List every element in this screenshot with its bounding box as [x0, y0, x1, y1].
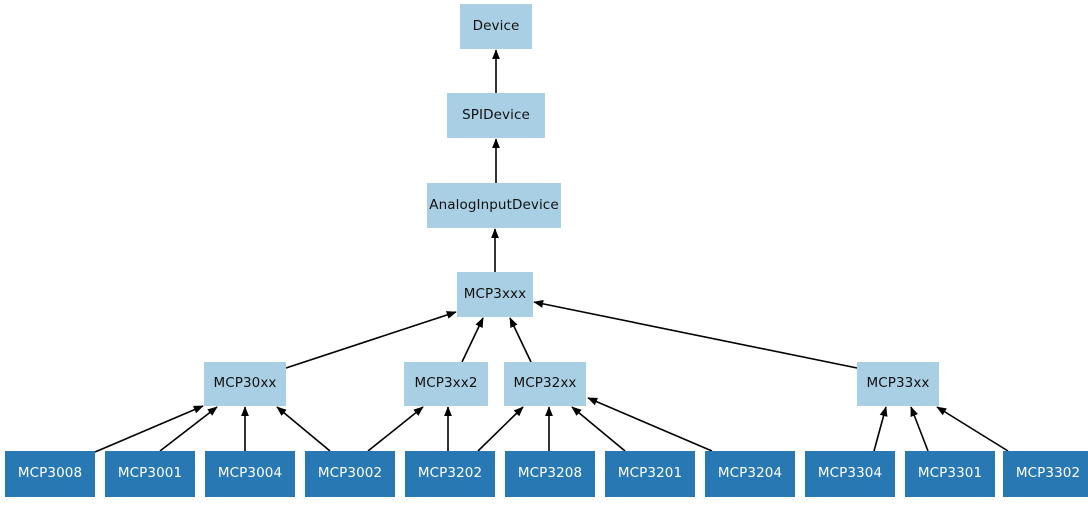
class-node-mcp3xx2[interactable]: MCP3xx2: [404, 362, 488, 406]
class-node-label: MCP3201: [617, 465, 683, 482]
class-node-mcp3301[interactable]: MCP3301: [905, 451, 995, 497]
class-node-mcp33xx[interactable]: MCP33xx: [857, 362, 939, 406]
class-node-label: MCP3008: [17, 465, 83, 482]
class-node-label: MCP3301: [917, 465, 983, 482]
class-node-label: AnalogInputDevice: [429, 196, 559, 213]
class-node-label: MCP3202: [417, 465, 483, 482]
inheritance-edge: [94, 405, 204, 453]
class-node-label: MCP32xx: [513, 375, 577, 392]
class-node-label: SPIDevice: [462, 106, 530, 123]
class-node-label: MCP3001: [117, 465, 183, 482]
class-node-spidevice[interactable]: SPIDevice: [447, 93, 545, 138]
inheritance-edge: [936, 406, 1009, 452]
class-node-mcp3208[interactable]: MCP3208: [505, 451, 595, 497]
inheritance-edge: [910, 406, 929, 452]
inheritance-edge: [461, 317, 484, 363]
class-node-label: MCP3002: [317, 465, 383, 482]
class-node-label: MCP33xx: [866, 375, 930, 392]
class-node-label: Device: [472, 17, 520, 34]
class-node-mcp3xxx[interactable]: MCP3xxx: [457, 272, 533, 317]
class-node-mcp3004[interactable]: MCP3004: [205, 451, 295, 497]
class-node-mcp30xx[interactable]: MCP30xx: [204, 362, 286, 406]
class-node-label: MCP3302: [1015, 465, 1081, 482]
class-node-analoginputdevice[interactable]: AnalogInputDevice: [427, 183, 561, 228]
class-node-label: MCP3208: [517, 465, 583, 482]
inheritance-edge: [873, 406, 888, 452]
class-node-label: MCP3xx2: [414, 375, 478, 392]
inheritance-edge: [276, 406, 331, 452]
class-node-mcp32xx[interactable]: MCP32xx: [504, 362, 586, 406]
class-node-label: MCP3304: [817, 465, 883, 482]
inheritance-edge: [285, 311, 457, 369]
inheritance-edge: [533, 299, 858, 369]
class-node-mcp3201[interactable]: MCP3201: [605, 451, 695, 497]
class-node-mcp3302[interactable]: MCP3302: [1003, 451, 1088, 497]
class-node-label: MCP3004: [217, 465, 283, 482]
class-node-mcp3202[interactable]: MCP3202: [405, 451, 495, 497]
inheritance-edge: [477, 406, 524, 452]
inheritance-edge: [571, 406, 626, 452]
class-node-mcp3008[interactable]: MCP3008: [5, 451, 95, 497]
inheritance-edge: [159, 406, 218, 452]
class-node-mcp3001[interactable]: MCP3001: [105, 451, 195, 497]
class-node-label: MCP30xx: [213, 375, 277, 392]
inheritance-edge: [367, 406, 424, 452]
class-node-mcp3304[interactable]: MCP3304: [805, 451, 895, 497]
inheritance-edge: [587, 397, 713, 452]
inheritance-edge: [509, 317, 532, 363]
class-node-mcp3002[interactable]: MCP3002: [305, 451, 395, 497]
class-node-device[interactable]: Device: [460, 4, 532, 49]
class-node-label: MCP3xxx: [463, 285, 527, 302]
class-node-label: MCP3204: [717, 465, 783, 482]
class-node-mcp3204[interactable]: MCP3204: [705, 451, 795, 497]
